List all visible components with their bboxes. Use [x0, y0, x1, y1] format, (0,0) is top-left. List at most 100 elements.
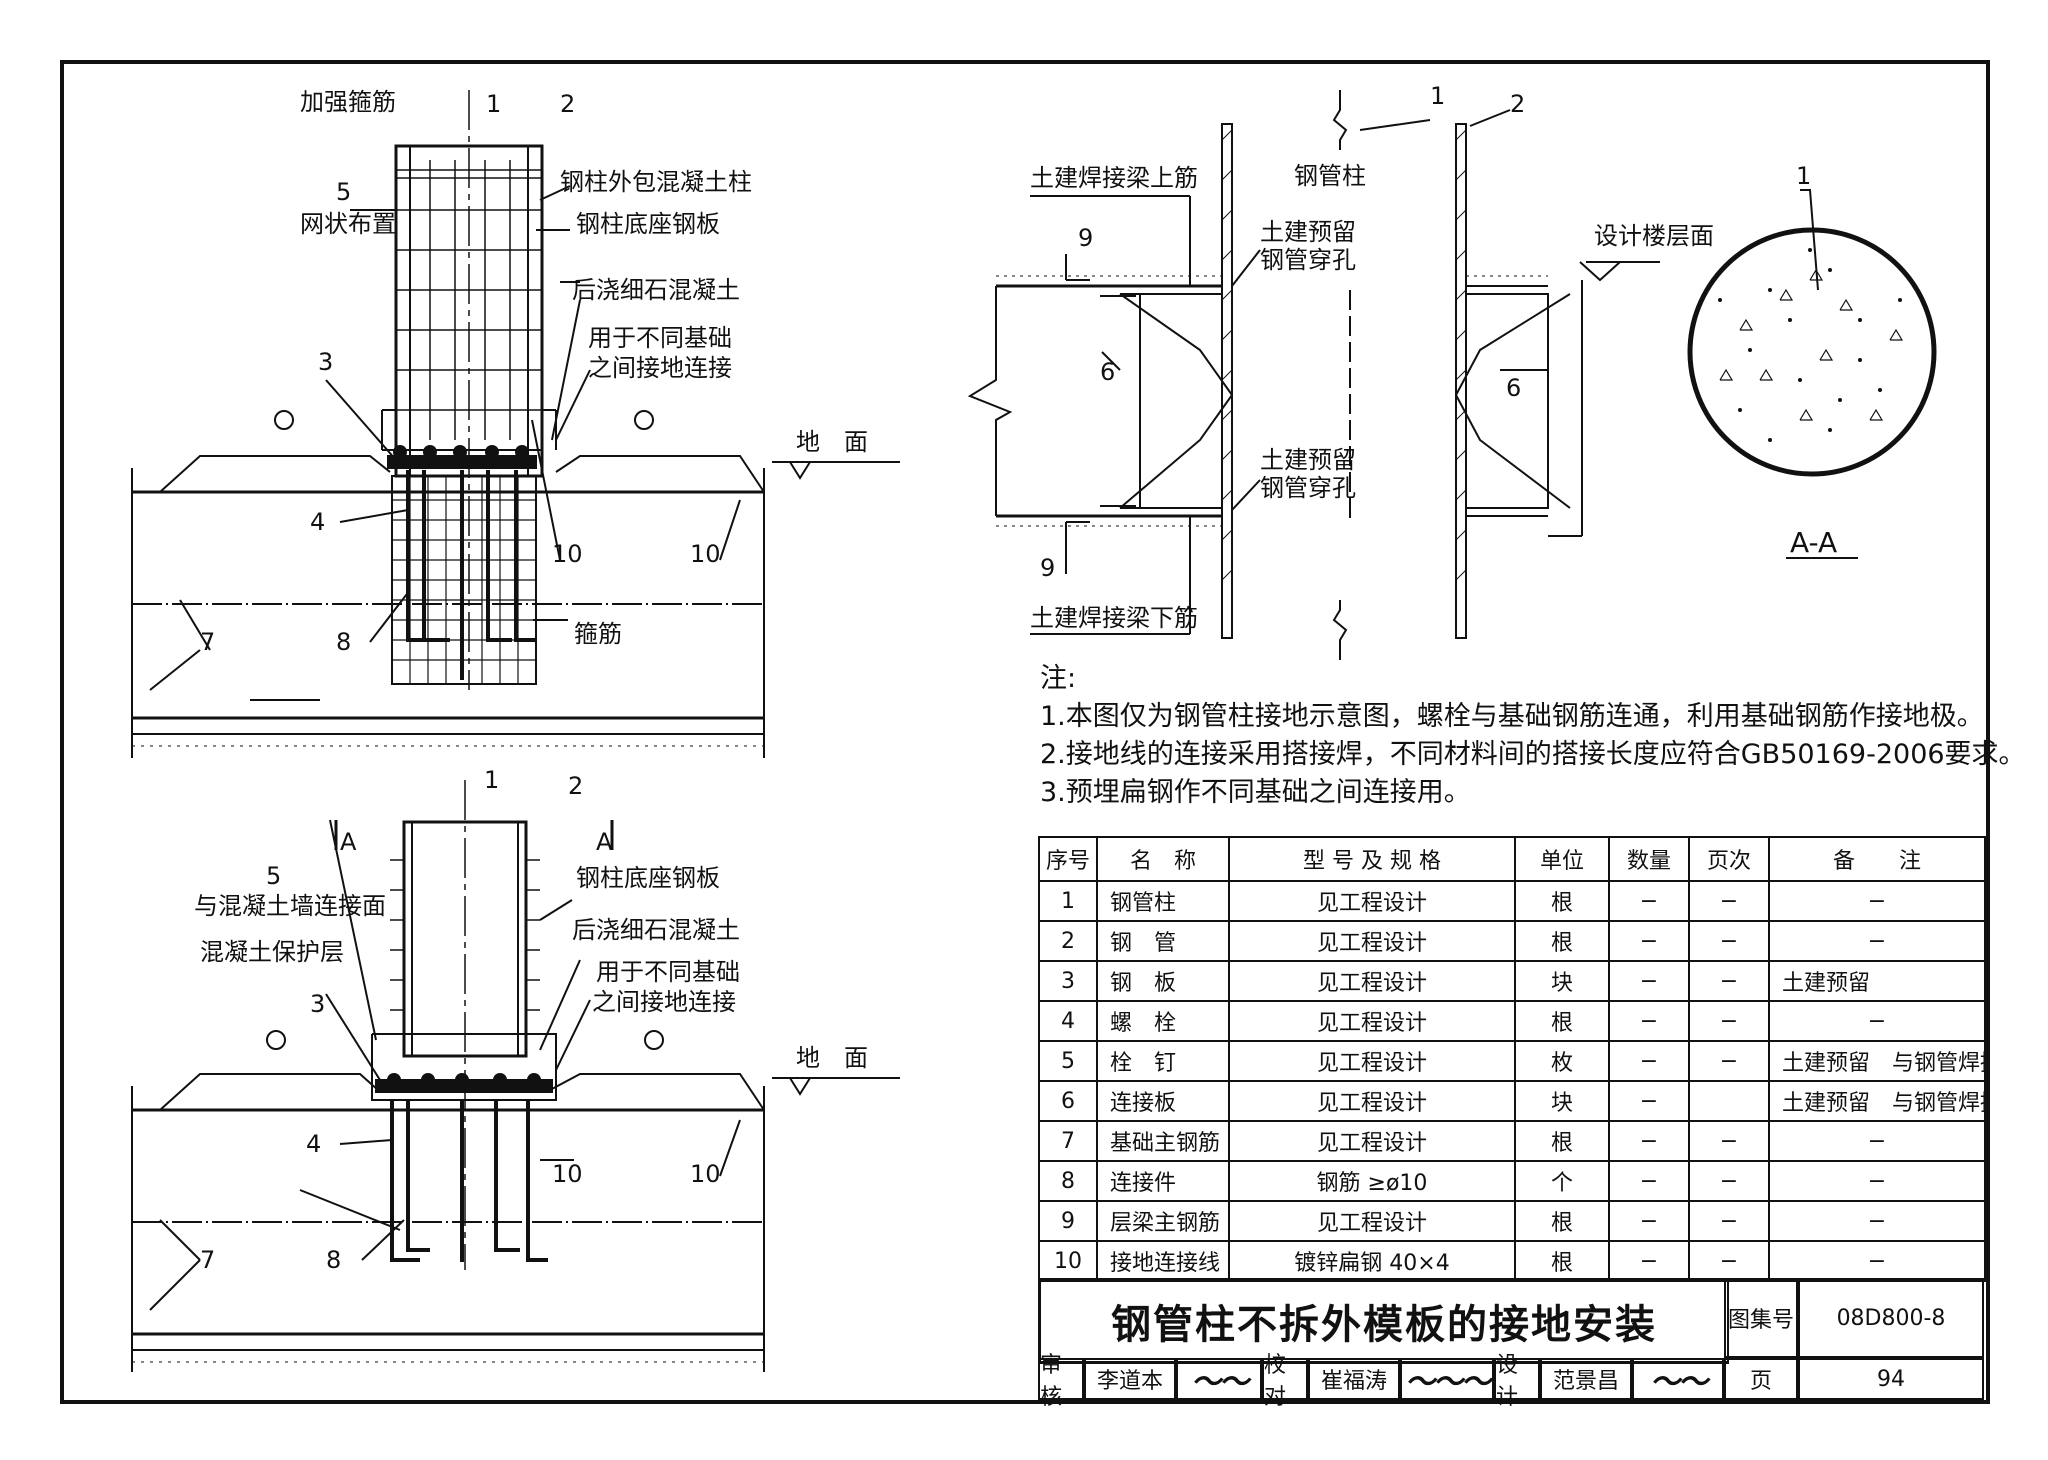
label-yuliu2b: 钢管穿孔 [1260, 474, 1356, 502]
label-yuliu1a: 土建预留 [1260, 218, 1356, 246]
label-houjiao-b: 后浇细石混凝土 [572, 916, 740, 944]
table-cell: 见工程设计 [1228, 1120, 1516, 1162]
label-r-num-2: 2 [1510, 90, 1525, 118]
reviewer-signature: 〜〜 [1176, 1358, 1262, 1400]
table-cell: − [1688, 1120, 1770, 1162]
label-wangzhuang: 网状布置 [300, 210, 396, 238]
notes-title: 注: [1040, 663, 1077, 694]
label-r-num-6b: 6 [1506, 374, 1521, 402]
table-header-row: 序号 名 称 型 号 及 规 格 单位 数量 页次 备 注 [1038, 836, 1986, 882]
table-cell: − [1688, 1040, 1770, 1082]
table-cell: − [1688, 1240, 1770, 1282]
table-cell: − [1608, 1040, 1690, 1082]
table-header: 序号 [1038, 836, 1098, 882]
label-yuliu1b: 钢管穿孔 [1260, 246, 1356, 274]
table-cell: − [1608, 1200, 1690, 1242]
table-cell: − [1768, 880, 1986, 922]
label-gangguanzhu: 钢管柱 [1294, 162, 1366, 190]
table-cell: − [1608, 1120, 1690, 1162]
table-cell: − [1688, 880, 1770, 922]
table-cell: 连接件 [1096, 1160, 1230, 1202]
label-num-10b: 10 [690, 540, 721, 568]
table-cell: − [1608, 1000, 1690, 1042]
label-num-5: 5 [336, 178, 351, 206]
table-header: 名 称 [1096, 836, 1230, 882]
label-loucengmian: 设计楼层面 [1594, 222, 1714, 250]
table-cell: 镀锌扁钢 40×4 [1228, 1240, 1516, 1282]
table-cell: − [1608, 920, 1690, 962]
label-num-10a: 10 [552, 540, 583, 568]
diagram-right [967, 90, 1660, 660]
table-cell [1688, 1080, 1770, 1122]
table-cell: 螺 栓 [1096, 1000, 1230, 1042]
table-cell: 栓 钉 [1096, 1040, 1230, 1082]
table-cell: 枚 [1514, 1040, 1610, 1082]
label-num-7: 7 [200, 628, 215, 656]
atlas-label: 图集号 [1724, 1278, 1798, 1358]
label-num-10a-b: 10 [552, 1160, 583, 1188]
table-cell: 根 [1514, 1000, 1610, 1042]
table-cell: − [1608, 1160, 1690, 1202]
note-item-1: 1.本图仅为钢管柱接地示意图，螺栓与基础钢筋连通，利用基础钢筋作接地极。 [1040, 701, 1984, 732]
table-cell: 9 [1038, 1200, 1098, 1242]
label-num-8-b: 8 [326, 1246, 341, 1274]
reviewer-name: 李道本 [1084, 1358, 1176, 1400]
label-dimian-b: 地 面 [796, 1044, 868, 1072]
diagram-bottom-left [131, 780, 900, 1372]
table-cell: − [1688, 1200, 1770, 1242]
table-cell: 钢筋 ≥ø10 [1228, 1160, 1516, 1202]
table-header: 备 注 [1768, 836, 1986, 882]
label-r-num-9a: 9 [1078, 224, 1093, 252]
table-cell: − [1608, 1080, 1690, 1122]
table-cell: 见工程设计 [1228, 1080, 1516, 1122]
label-yongyu2-b: 之间接地连接 [592, 988, 736, 1016]
table-cell: − [1768, 1160, 1986, 1202]
label-lianjie: 与混凝土墙连接面 [194, 892, 386, 920]
table-cell: 块 [1514, 1080, 1610, 1122]
label-num-1: 1 [486, 90, 501, 118]
label-num-8: 8 [336, 628, 351, 656]
table-cell: 根 [1514, 880, 1610, 922]
table-cell: 7 [1038, 1120, 1098, 1162]
sheet-frame [60, 60, 1990, 1404]
section-aa-num-1: 1 [1796, 162, 1811, 190]
label-yongyu1-b: 用于不同基础 [596, 958, 740, 986]
label-r-num-1: 1 [1430, 82, 1445, 110]
table-cell: 根 [1514, 1240, 1610, 1282]
table-cell: − [1688, 960, 1770, 1002]
table-cell: 3 [1038, 960, 1098, 1002]
section-mark-a-right: A [596, 828, 613, 856]
table-cell: 土建预留 [1768, 960, 1986, 1002]
table-cell: 1 [1038, 880, 1098, 922]
check-label: 校对 [1262, 1353, 1308, 1410]
table-cell: 层梁主钢筋 [1096, 1200, 1230, 1242]
table-cell: 2 [1038, 920, 1098, 962]
section-aa [1687, 189, 1937, 559]
label-num-7-b: 7 [200, 1246, 215, 1274]
table-cell: 8 [1038, 1160, 1098, 1202]
checker-signature: 〜〜〜 [1400, 1358, 1494, 1400]
table-cell: − [1768, 1120, 1986, 1162]
label-dizuo-b: 钢柱底座钢板 [576, 864, 720, 892]
table-cell: 土建预留 与钢管焊接 [1768, 1040, 1986, 1082]
section-aa-caption: A-A [1790, 526, 1837, 559]
table-cell: − [1768, 1000, 1986, 1042]
table-cell: 钢管柱 [1096, 880, 1230, 922]
table-cell: 6 [1038, 1080, 1098, 1122]
label-yuliu2a: 土建预留 [1260, 446, 1356, 474]
table-cell: 见工程设计 [1228, 1040, 1516, 1082]
table-cell: 见工程设计 [1228, 1200, 1516, 1242]
label-shangjin: 土建焊接梁上筋 [1030, 164, 1198, 192]
page-label: 页 [1724, 1358, 1798, 1400]
table-cell: 钢 板 [1096, 960, 1230, 1002]
note-item-3: 3.预埋扁钢作不同基础之间连接用。 [1040, 777, 1471, 808]
table-cell: 个 [1514, 1160, 1610, 1202]
atlas-number: 08D800-8 [1798, 1278, 1984, 1358]
